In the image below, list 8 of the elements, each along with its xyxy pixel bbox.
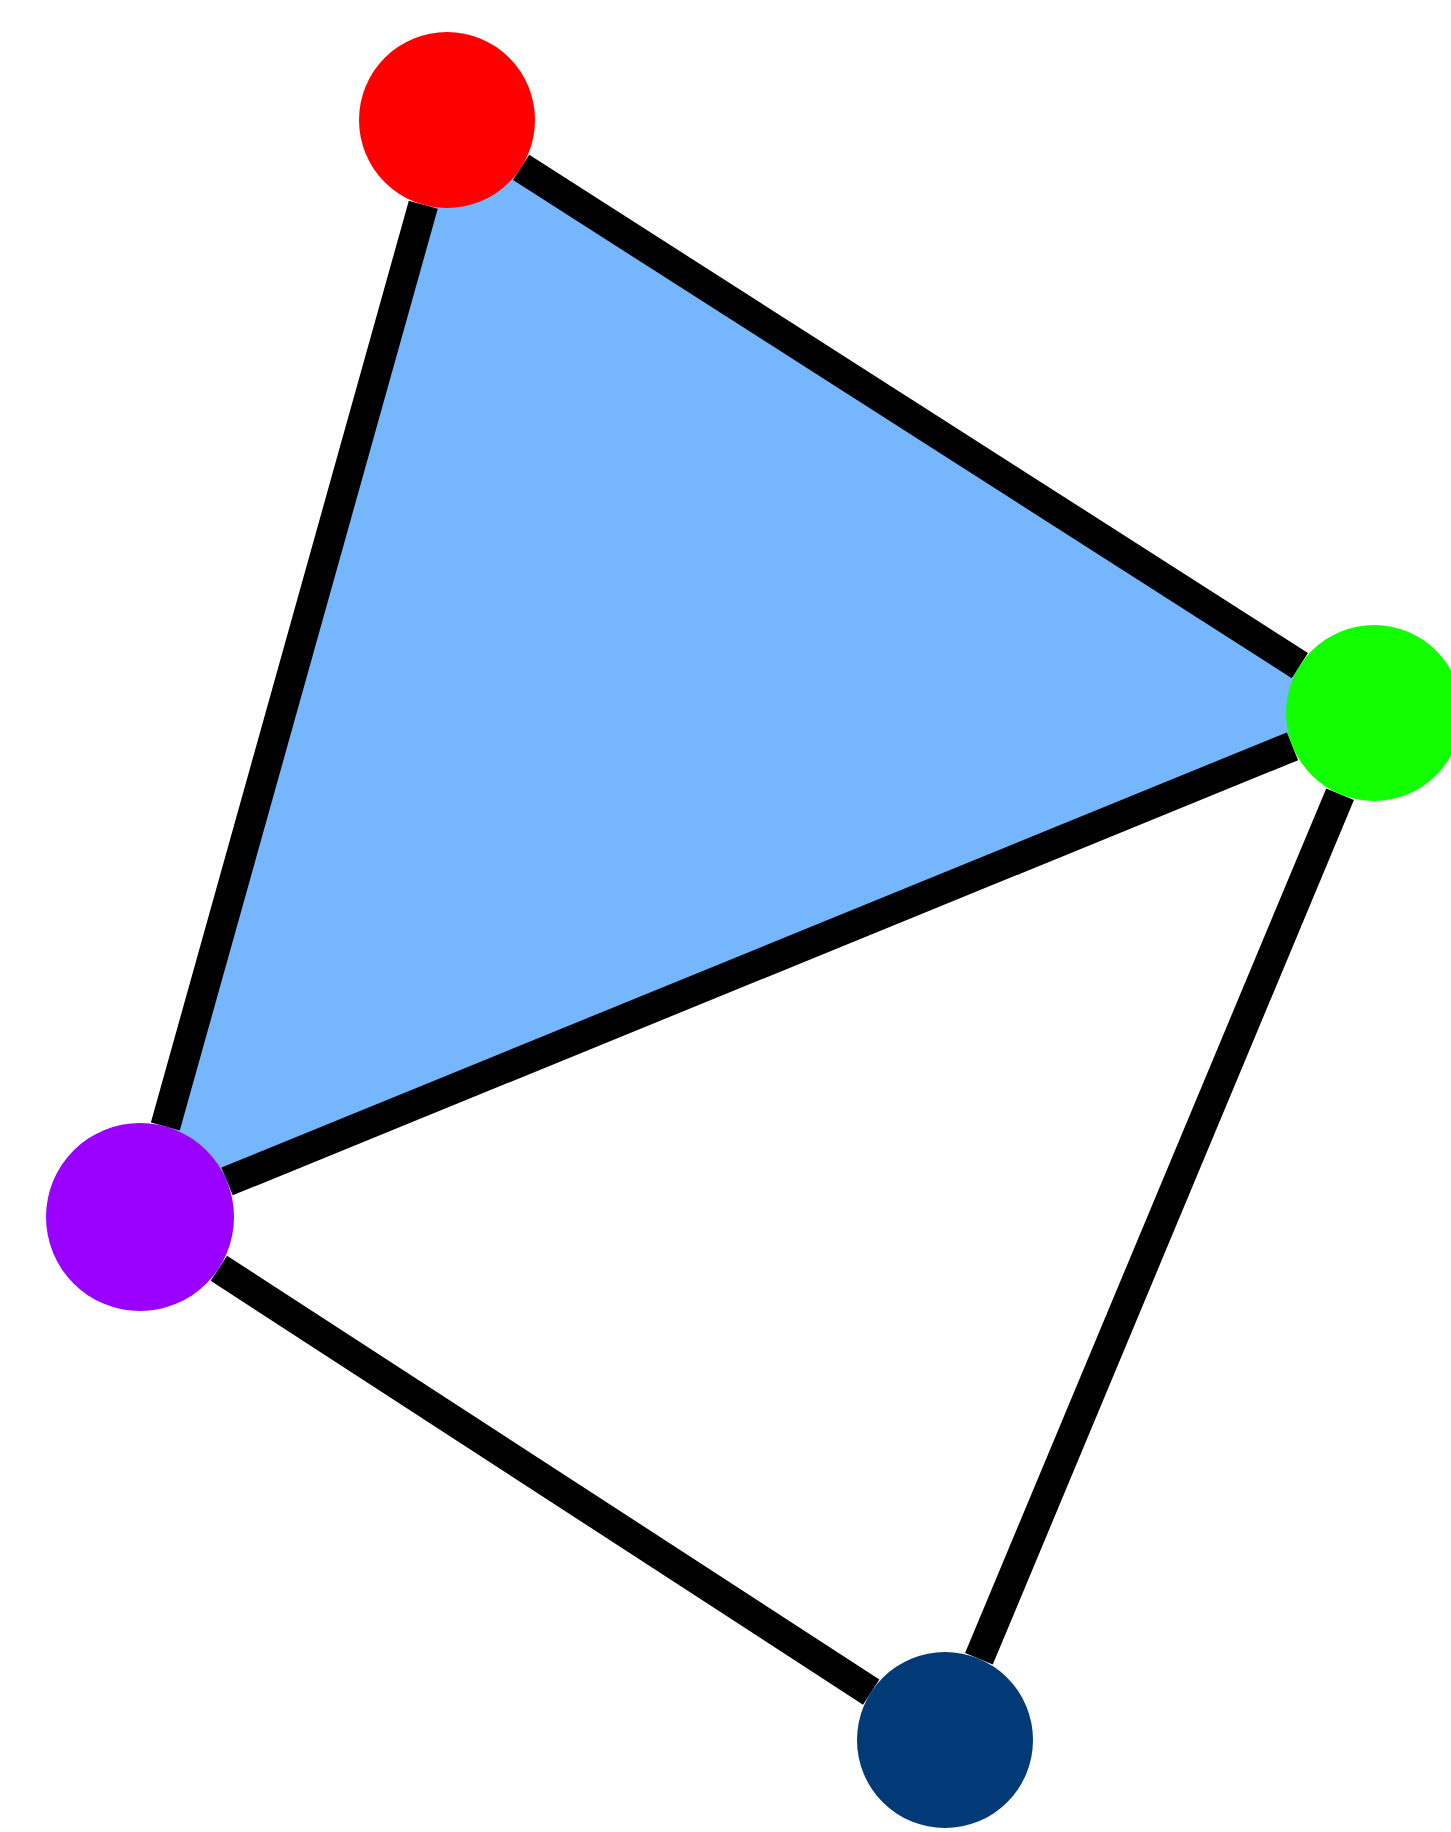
connector-line xyxy=(965,788,1354,1665)
vertex-dot xyxy=(46,1123,234,1311)
connector-line xyxy=(210,1255,880,1705)
connector-line xyxy=(513,154,1308,679)
connector-line xyxy=(150,200,438,1131)
connector-line xyxy=(221,732,1299,1196)
vertex-dot xyxy=(857,1652,1033,1828)
vertex-dot xyxy=(359,32,535,208)
